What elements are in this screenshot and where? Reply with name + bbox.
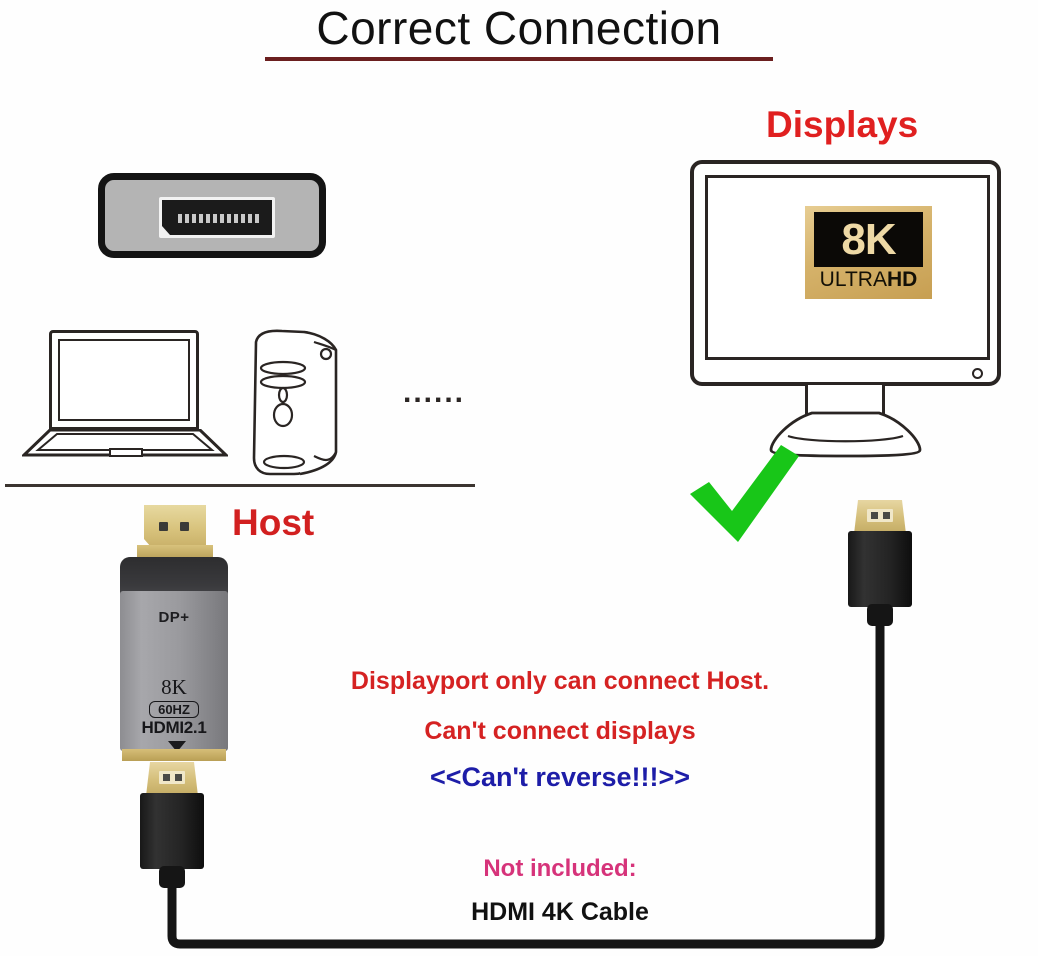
laptop-base xyxy=(22,429,228,457)
desk-surface-line xyxy=(5,484,475,487)
note-line-3: <<Can't reverse!!!>> xyxy=(429,762,691,792)
note-line-2: Can't connect displays xyxy=(424,717,696,745)
hdmi-plug-head xyxy=(146,762,198,796)
title-underline xyxy=(265,57,773,61)
8k-badge-inner: 8K xyxy=(814,212,923,267)
hdmi-connector-body xyxy=(140,793,204,869)
pc-tower-illustration xyxy=(252,329,338,476)
host-label: Host xyxy=(232,502,315,543)
8k-ultrahd-badge: 8K ULTRAHD xyxy=(805,206,932,299)
page-title-text: Correct Connection xyxy=(316,2,722,54)
adapter-plug-neck xyxy=(137,545,213,559)
monitor-base xyxy=(769,411,922,458)
hdmi-plug-head xyxy=(854,500,906,534)
adapter-dp-marking: DP+ xyxy=(158,609,190,626)
hdmi-connector-left xyxy=(140,762,204,912)
monitor-power-led-icon xyxy=(972,368,983,379)
adapter-refresh-marking: 60HZ xyxy=(149,701,199,718)
8k-badge-resolution: 8K xyxy=(841,214,896,264)
hdmi-strain-relief xyxy=(867,604,893,626)
adapter-plug-pin xyxy=(159,522,168,531)
displayport-socket-opening xyxy=(162,200,272,235)
8k-badge-hd: HD xyxy=(886,268,918,291)
adapter-hdmi-female-port xyxy=(122,749,226,761)
hdmi-connector-body xyxy=(848,531,912,607)
hdmi-plug-pin xyxy=(883,512,890,519)
laptop-screen xyxy=(58,339,190,421)
green-check-icon xyxy=(690,445,799,542)
hdmi-plug-pin xyxy=(175,774,182,781)
not-included-label: Not included: xyxy=(483,855,637,882)
hdmi-plug-pin xyxy=(163,774,170,781)
displays-label: Displays xyxy=(766,104,919,145)
adapter-resolution-marking: 8K xyxy=(161,675,187,699)
adapter-plug-pin xyxy=(180,522,189,531)
ellipsis-dots: ...... xyxy=(403,376,466,409)
hdmi-plug-pin xyxy=(871,512,878,519)
hdmi-strain-relief xyxy=(159,866,185,888)
note-line-1: Displayport only can connect Host. xyxy=(350,667,770,695)
displayport-socket-contacts xyxy=(178,214,260,223)
monitor-illustration xyxy=(690,160,1015,458)
hdmi-connector-right xyxy=(848,500,912,650)
laptop-lid xyxy=(49,330,199,430)
8k-badge-subtitle: ULTRAHD xyxy=(805,268,932,292)
displayport-socket-icon xyxy=(98,173,326,258)
page-title: Correct Connection xyxy=(0,2,1038,61)
adapter-displayport-plug xyxy=(144,505,206,547)
adapter-body-shell: DP+ 8K 60HZ HDMI2.1 xyxy=(120,591,228,752)
displayport-socket-frame xyxy=(159,197,275,238)
8k-badge-ultra: ULTRA xyxy=(819,268,887,291)
laptop-illustration xyxy=(22,330,232,475)
cable-name-label: HDMI 4K Cable xyxy=(471,898,649,926)
dp-to-hdmi-adapter: DP+ 8K 60HZ HDMI2.1 xyxy=(110,505,235,770)
adapter-standard-marking: HDMI2.1 xyxy=(141,718,207,737)
